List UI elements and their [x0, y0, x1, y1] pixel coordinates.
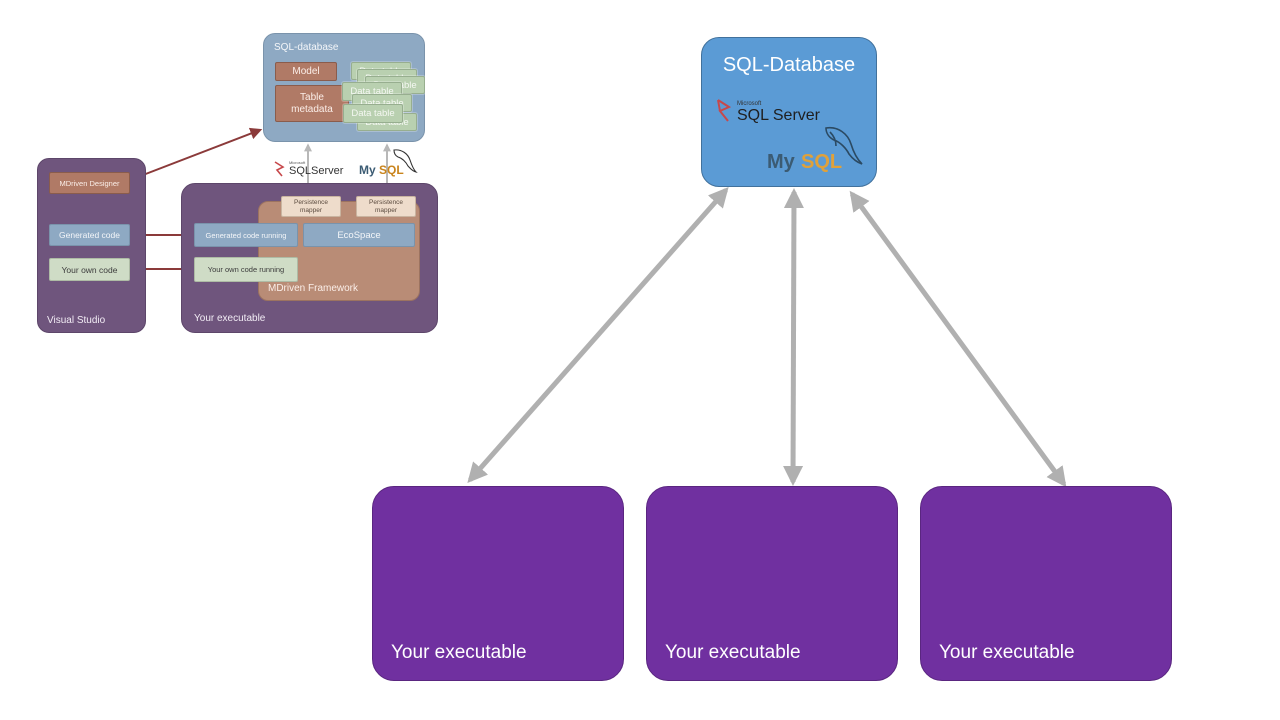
your-executable-box-1: Your executable — [372, 486, 624, 681]
visual-studio-label: Visual Studio — [47, 315, 106, 326]
arrow-designer-to-db — [129, 127, 263, 181]
your-own-code-box: Your own code — [49, 258, 130, 281]
your-executable-small-label: Your executable — [194, 313, 266, 324]
mysql-text-sql: SQL — [801, 151, 842, 173]
your-own-code-running-box: Your own code running — [194, 257, 298, 282]
sqlserver-logo: Microsoft SQL Server — [715, 96, 825, 126]
your-executable-label: Your executable — [665, 642, 801, 663]
mdriven-framework-label: MDriven Framework — [268, 283, 359, 294]
dolphin-icon — [393, 149, 418, 174]
small-sql-database-title: SQL-database — [274, 42, 339, 53]
table-metadata-box: Table metadata — [275, 85, 349, 122]
sqlserver-logo-small: Microsoft SQLServer — [273, 158, 349, 180]
model-box: Model — [275, 62, 337, 81]
mdriven-framework-box: MDriven Framework — [258, 201, 420, 301]
persistence-mapper-mysql: Persistence mapper — [356, 196, 416, 217]
your-executable-box-3: Your executable — [920, 486, 1172, 681]
sql-database-box: SQL-Database — [701, 37, 877, 187]
mysql-logo-small: My SQL — [358, 146, 418, 178]
mysql-logo: My SQL — [766, 122, 866, 174]
mysql-text-my: My — [767, 151, 796, 173]
your-executable-label: Your executable — [939, 642, 1075, 663]
dolphin-icon — [825, 126, 863, 165]
generated-code-running-box: Generated code running — [194, 223, 298, 247]
sqlserver-brand-main: SQLServer — [289, 165, 344, 177]
ecospace-box: EcoSpace — [303, 223, 415, 247]
your-executable-box-2: Your executable — [646, 486, 898, 681]
data-table-box: Data table — [343, 104, 403, 123]
generated-code-box: Generated code — [49, 224, 130, 246]
mysql-text-sql: SQL — [379, 163, 404, 177]
sqlserver-brand-small: Microsoft — [289, 160, 306, 165]
arrow-db-to-exec-left — [467, 187, 729, 483]
sqlserver-brand-small: Microsoft — [737, 101, 762, 107]
small-sql-database-box: SQL-database Model Table metadata Data t… — [263, 33, 425, 142]
arrow-db-to-exec-middle — [783, 188, 804, 486]
your-executable-label: Your executable — [391, 642, 527, 663]
sqlserver-brand-main: SQL Server — [737, 107, 821, 124]
persistence-mapper-sqlserver: Persistence mapper — [281, 196, 341, 217]
arrow-db-to-exec-right — [849, 190, 1067, 488]
mysql-text-my: My — [359, 163, 376, 177]
sql-database-title: SQL-Database — [722, 54, 856, 76]
sqlserver-flag-icon — [717, 99, 732, 122]
mdriven-designer-box: MDriven Designer — [49, 172, 130, 194]
sqlserver-flag-icon — [274, 161, 285, 177]
